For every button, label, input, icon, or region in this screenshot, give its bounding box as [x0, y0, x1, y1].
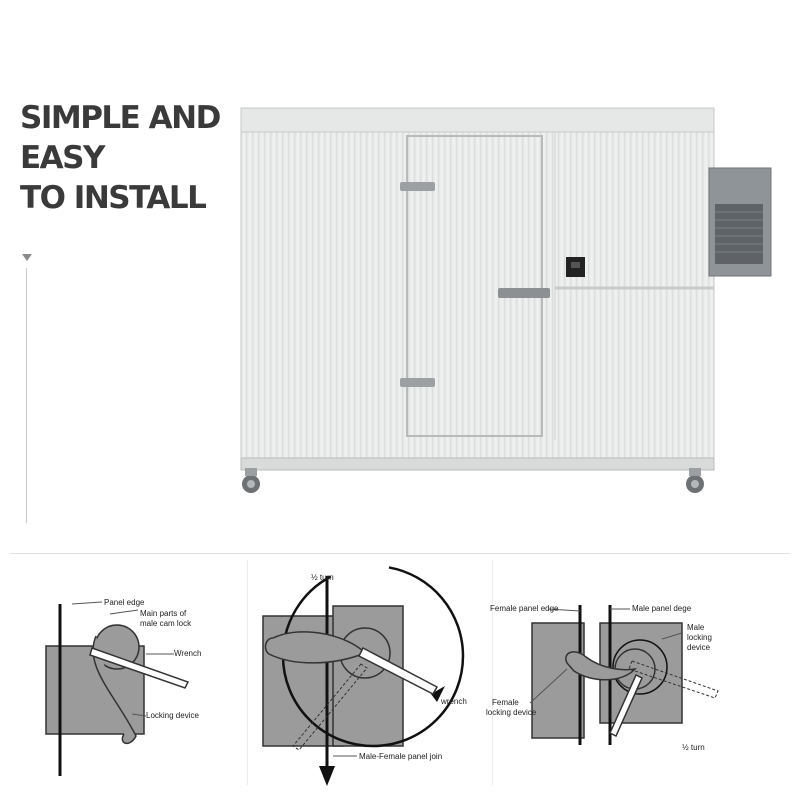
headline: SIMPLE AND EASY TO INSTALL — [20, 98, 221, 218]
cam-lock-diagram-3: Female panel edge Male panel dege Male l… — [486, 604, 719, 752]
headline-line-3: TO INSTALL — [20, 180, 207, 216]
cam-lock-diagram-2: ½ turn wrench Male-Female panel join — [262, 566, 467, 786]
decorative-vertical-line — [26, 268, 27, 523]
label-panel-join: Male-Female panel join — [359, 752, 442, 761]
label-female-lock-2: locking device — [486, 708, 537, 717]
arrow-down-icon — [22, 254, 32, 261]
headline-line-2: EASY — [20, 140, 105, 176]
label-main-parts-1: Main parts of — [140, 609, 187, 618]
label-male-panel-edge: Male panel dege — [632, 604, 692, 613]
label-locking-device: Locking device — [146, 711, 199, 720]
diagram-divider-1 — [247, 560, 248, 785]
cold-room-icon — [240, 107, 772, 493]
label-male-lock-3: device — [687, 643, 711, 652]
label-panel-edge: Panel edge — [104, 598, 145, 607]
cam-lock-diagram-1: Panel edge Main parts of male cam lock W… — [45, 598, 201, 776]
label-main-parts-2: male cam lock — [140, 619, 192, 628]
label-wrench: Wrench — [174, 649, 201, 658]
label-half-turn-2: ½ turn — [682, 743, 705, 752]
label-male-lock-2: locking — [687, 633, 712, 642]
diagram-divider-2 — [492, 560, 493, 785]
label-wrench-2: wrench — [440, 697, 467, 706]
label-female-lock-1: Female — [492, 698, 519, 707]
label-male-lock-1: Male — [687, 623, 705, 632]
section-divider — [10, 553, 790, 554]
headline-line-1: SIMPLE AND — [20, 100, 221, 136]
label-female-panel-edge: Female panel edge — [490, 604, 559, 613]
label-half-turn: ½ turn — [311, 573, 334, 582]
